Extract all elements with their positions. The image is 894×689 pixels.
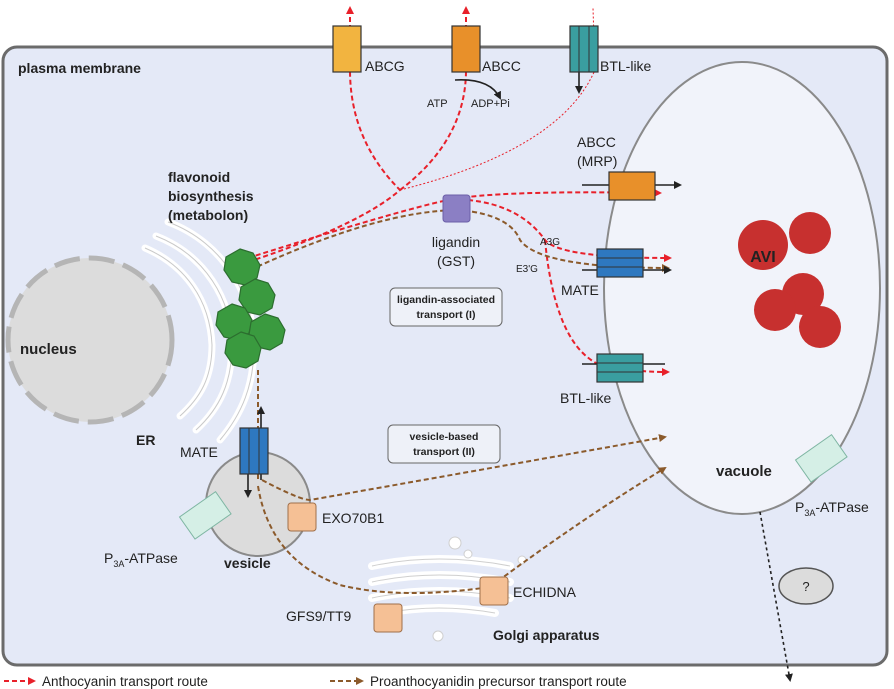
e3g-label: E3'G — [516, 264, 538, 275]
echidna-label: ECHIDNA — [513, 584, 577, 600]
a3g-label: A3G — [540, 237, 560, 248]
legend-proanthocyanidin: Proanthocyanidin precursor transport rou… — [370, 674, 627, 689]
p3a-left-label: P3A-ATPase — [104, 550, 178, 569]
box-vesicle-transport — [387, 424, 501, 464]
btl-top-label: BTL-like — [600, 58, 652, 74]
mate-vacuole-label: MATE — [561, 282, 599, 298]
ligandin-label-1: ligandin — [432, 234, 480, 250]
flavonoid-label-3: (metabolon) — [168, 207, 248, 223]
box-ligandin-line2: transport (I) — [417, 309, 476, 321]
gfs9-protein — [373, 603, 403, 633]
flavonoid-label-2: biosynthesis — [168, 188, 254, 204]
box-vesicle-line1: vesicle-based — [410, 431, 479, 443]
atp-label: ATP — [427, 98, 448, 110]
plasma-membrane-label: plasma membrane — [18, 60, 141, 76]
abcc-mrp-label-2: (MRP) — [577, 153, 617, 169]
unknown-transport-bubble — [778, 567, 834, 605]
btl-transporter-top — [569, 25, 599, 73]
nucleus-label: nucleus — [20, 341, 77, 358]
vesicle-label: vesicle — [224, 555, 271, 571]
avi-cluster — [738, 212, 841, 348]
btl-vacuole-label: BTL-like — [560, 390, 612, 406]
vacuole-label: vacuole — [716, 463, 772, 480]
abcc-mrp-label-1: ABCC — [577, 134, 616, 150]
ligandin-protein — [442, 194, 471, 223]
mate-transporter-vacuole — [596, 248, 644, 278]
p3a-atpase-left — [178, 491, 232, 540]
metabolon — [215, 248, 286, 369]
mate-transporter-vesicle — [239, 427, 269, 475]
er-label: ER — [136, 432, 155, 448]
abcc-top-label: ABCC — [482, 58, 521, 74]
legend: Anthocyanin transport route Proanthocyan… — [4, 674, 627, 689]
btl-transporter-vacuole — [596, 353, 644, 383]
ligandin-label-2: (GST) — [437, 253, 475, 269]
avi-label: AVI — [750, 249, 775, 266]
abcc-mrp-transporter — [608, 171, 656, 201]
nucleus-shape — [5, 255, 175, 425]
abcg-transporter — [332, 25, 362, 73]
abcg-label: ABCG — [365, 58, 405, 74]
box-ligandin-transport — [389, 287, 503, 327]
exo70b1-protein — [287, 502, 317, 532]
flavonoid-label-1: flavonoid — [168, 169, 230, 185]
mate-vesicle-label: MATE — [180, 444, 218, 460]
box-vesicle-line2: transport (II) — [413, 446, 475, 458]
box-ligandin-line1: ligandin-associated — [397, 294, 495, 306]
adp-label: ADP+Pi — [471, 98, 510, 110]
gfs9-label: GFS9/TT9 — [286, 608, 352, 624]
vacuole-shape — [603, 61, 881, 515]
question-label: ? — [802, 579, 809, 594]
echidna-protein — [479, 576, 509, 606]
golgi-label: Golgi apparatus — [493, 627, 600, 643]
legend-anthocyanin: Anthocyanin transport route — [42, 674, 208, 689]
abcc-transporter-top — [451, 25, 481, 73]
p3a-right-label: P3A-ATPase — [795, 499, 869, 518]
p3a-atpase-right — [794, 434, 848, 483]
exo70b1-label: EXO70B1 — [322, 510, 384, 526]
